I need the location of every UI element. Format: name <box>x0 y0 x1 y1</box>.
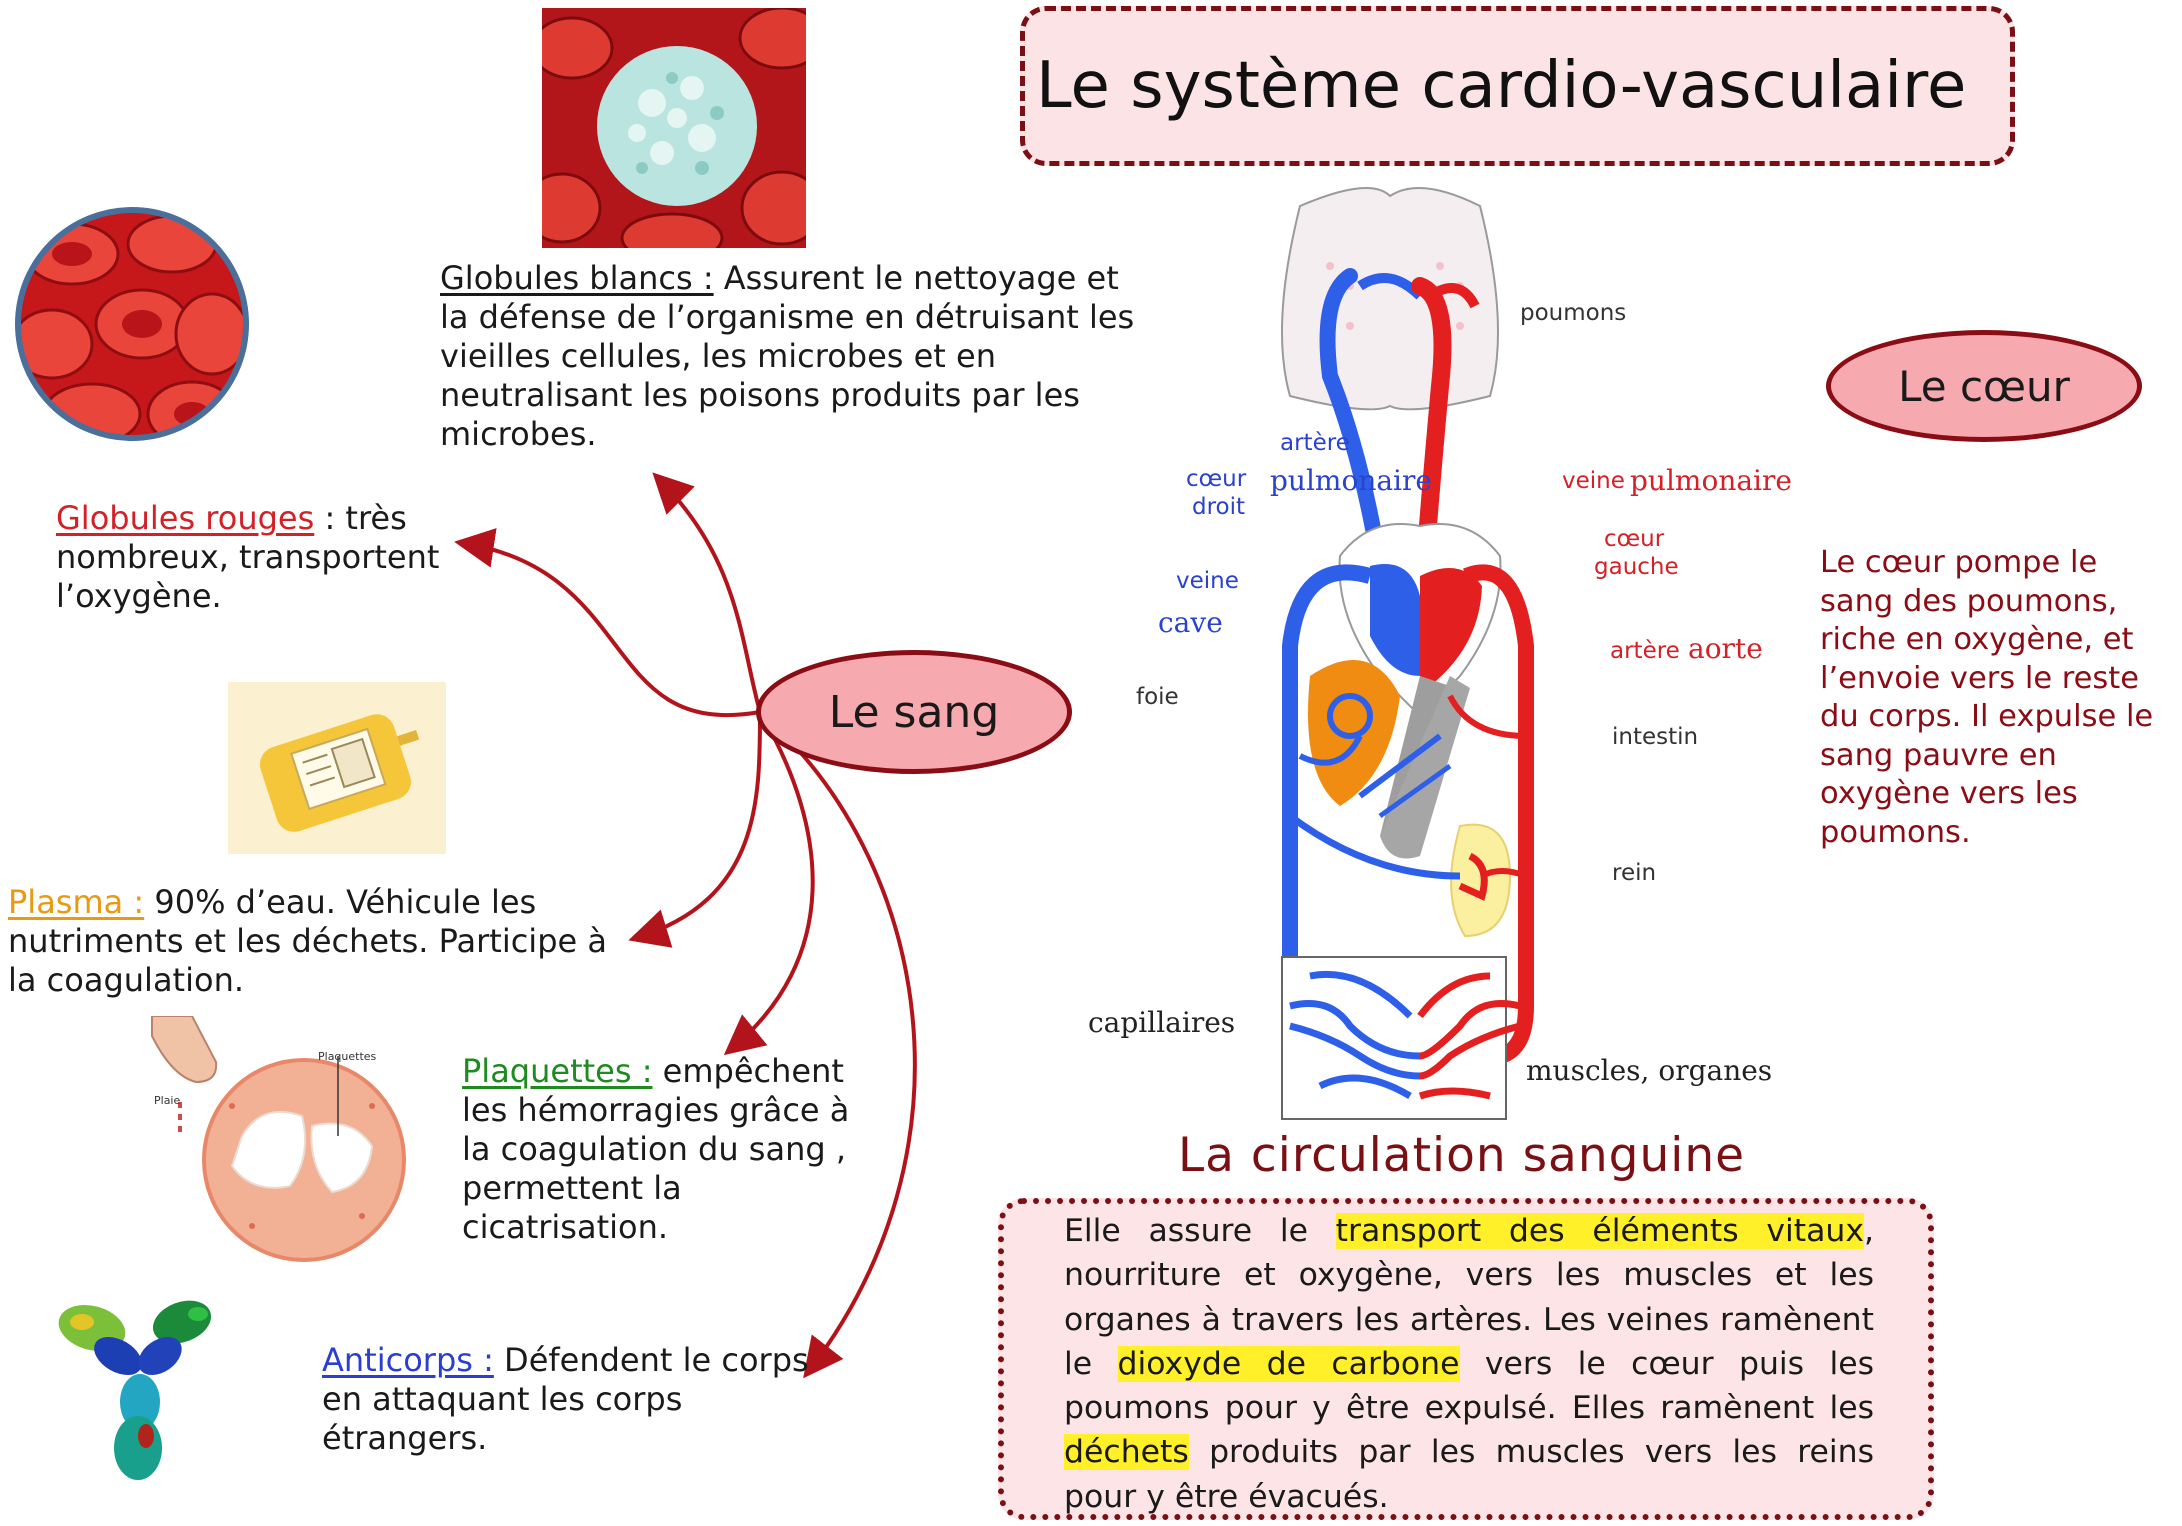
label-artere: artère <box>1280 430 1350 456</box>
page-title: Le système cardio-vasculaire <box>1036 49 1967 123</box>
label-veine-right: veine <box>1562 468 1625 494</box>
globules-blancs-label: Globules blancs : <box>440 259 714 297</box>
label-aorte: aorte <box>1688 632 1763 665</box>
plaquettes-text: Plaquettes : empêchent les hémorragies g… <box>462 1052 850 1246</box>
circulation-title: La circulation sanguine <box>1178 1128 1746 1183</box>
plasma-text: Plasma : 90% d’eau. Véhicule les nutrime… <box>8 883 607 999</box>
le-sang-node: Le sang <box>756 650 1072 774</box>
anticorps-text: Anticorps : Défendent le corps en attaqu… <box>322 1341 809 1457</box>
arrow-globules-rouges <box>454 528 761 718</box>
arrow-anticorps <box>758 710 917 1379</box>
white-blood-cell-image <box>542 8 806 248</box>
plasma-bag-image <box>228 682 446 854</box>
arrow-plasma <box>628 711 762 948</box>
label-artere-right: artère <box>1610 638 1680 664</box>
label-cave: cave <box>1158 606 1223 639</box>
platelets-image: Plaie Plaquettes <box>151 1016 406 1262</box>
label-coeur-droit-2: droit <box>1192 494 1246 520</box>
le-coeur-node: Le cœur <box>1826 330 2142 442</box>
label-veine-left: veine <box>1176 568 1239 594</box>
label-rein: rein <box>1612 860 1657 886</box>
plaquettes-photo-label: Plaquettes <box>318 1050 377 1063</box>
highlight-dechets: déchets <box>1064 1434 1189 1471</box>
title-banner <box>1020 6 2015 166</box>
antibody-image <box>58 1300 212 1480</box>
arrow-globules-blancs <box>652 472 762 713</box>
label-intestin: intestin <box>1612 724 1699 750</box>
label-foie: foie <box>1136 684 1179 710</box>
label-pulmonaire-left: pulmonaire <box>1270 464 1432 497</box>
le-coeur-label: Le cœur <box>1898 361 2070 411</box>
coeur-description: Le cœur pompe le sang des poumons, riche… <box>1820 545 2154 850</box>
circulation-diagram <box>1281 187 1534 1120</box>
kidney-shape <box>1450 823 1512 938</box>
anticorps-label: Anticorps : <box>322 1341 494 1379</box>
plaie-photo-label: Plaie <box>154 1094 180 1107</box>
highlight-dioxyde: dioxyde de carbone <box>1117 1345 1460 1382</box>
plaquettes-label: Plaquettes : <box>462 1052 653 1090</box>
globules-rouges-label: Globules rouges <box>56 499 315 537</box>
circulation-text: Elle assure le transport des éléments vi… <box>1064 1213 1874 1515</box>
label-poumons: poumons <box>1520 300 1627 326</box>
label-coeur-droit-1: cœur <box>1186 466 1247 492</box>
label-coeur-gauche-2: gauche <box>1594 554 1679 580</box>
label-coeur-gauche-1: cœur <box>1604 526 1665 552</box>
arrow-plaquettes <box>723 710 815 1056</box>
highlight-transport: transport des éléments vitaux <box>1335 1213 1864 1249</box>
globules-blancs-text: Globules blancs : Assurent le nettoyage … <box>440 259 1135 453</box>
label-pulmonaire-right: pulmonaire <box>1630 464 1792 497</box>
red-blood-cells-image <box>15 207 249 441</box>
label-capillaires: capillaires <box>1088 1006 1236 1039</box>
globules-rouges-text: Globules rouges : très nombreux, transpo… <box>56 499 440 615</box>
plasma-label: Plasma : <box>8 883 145 921</box>
label-muscles-organes: muscles, organes <box>1526 1054 1773 1087</box>
le-sang-label: Le sang <box>828 686 1000 738</box>
